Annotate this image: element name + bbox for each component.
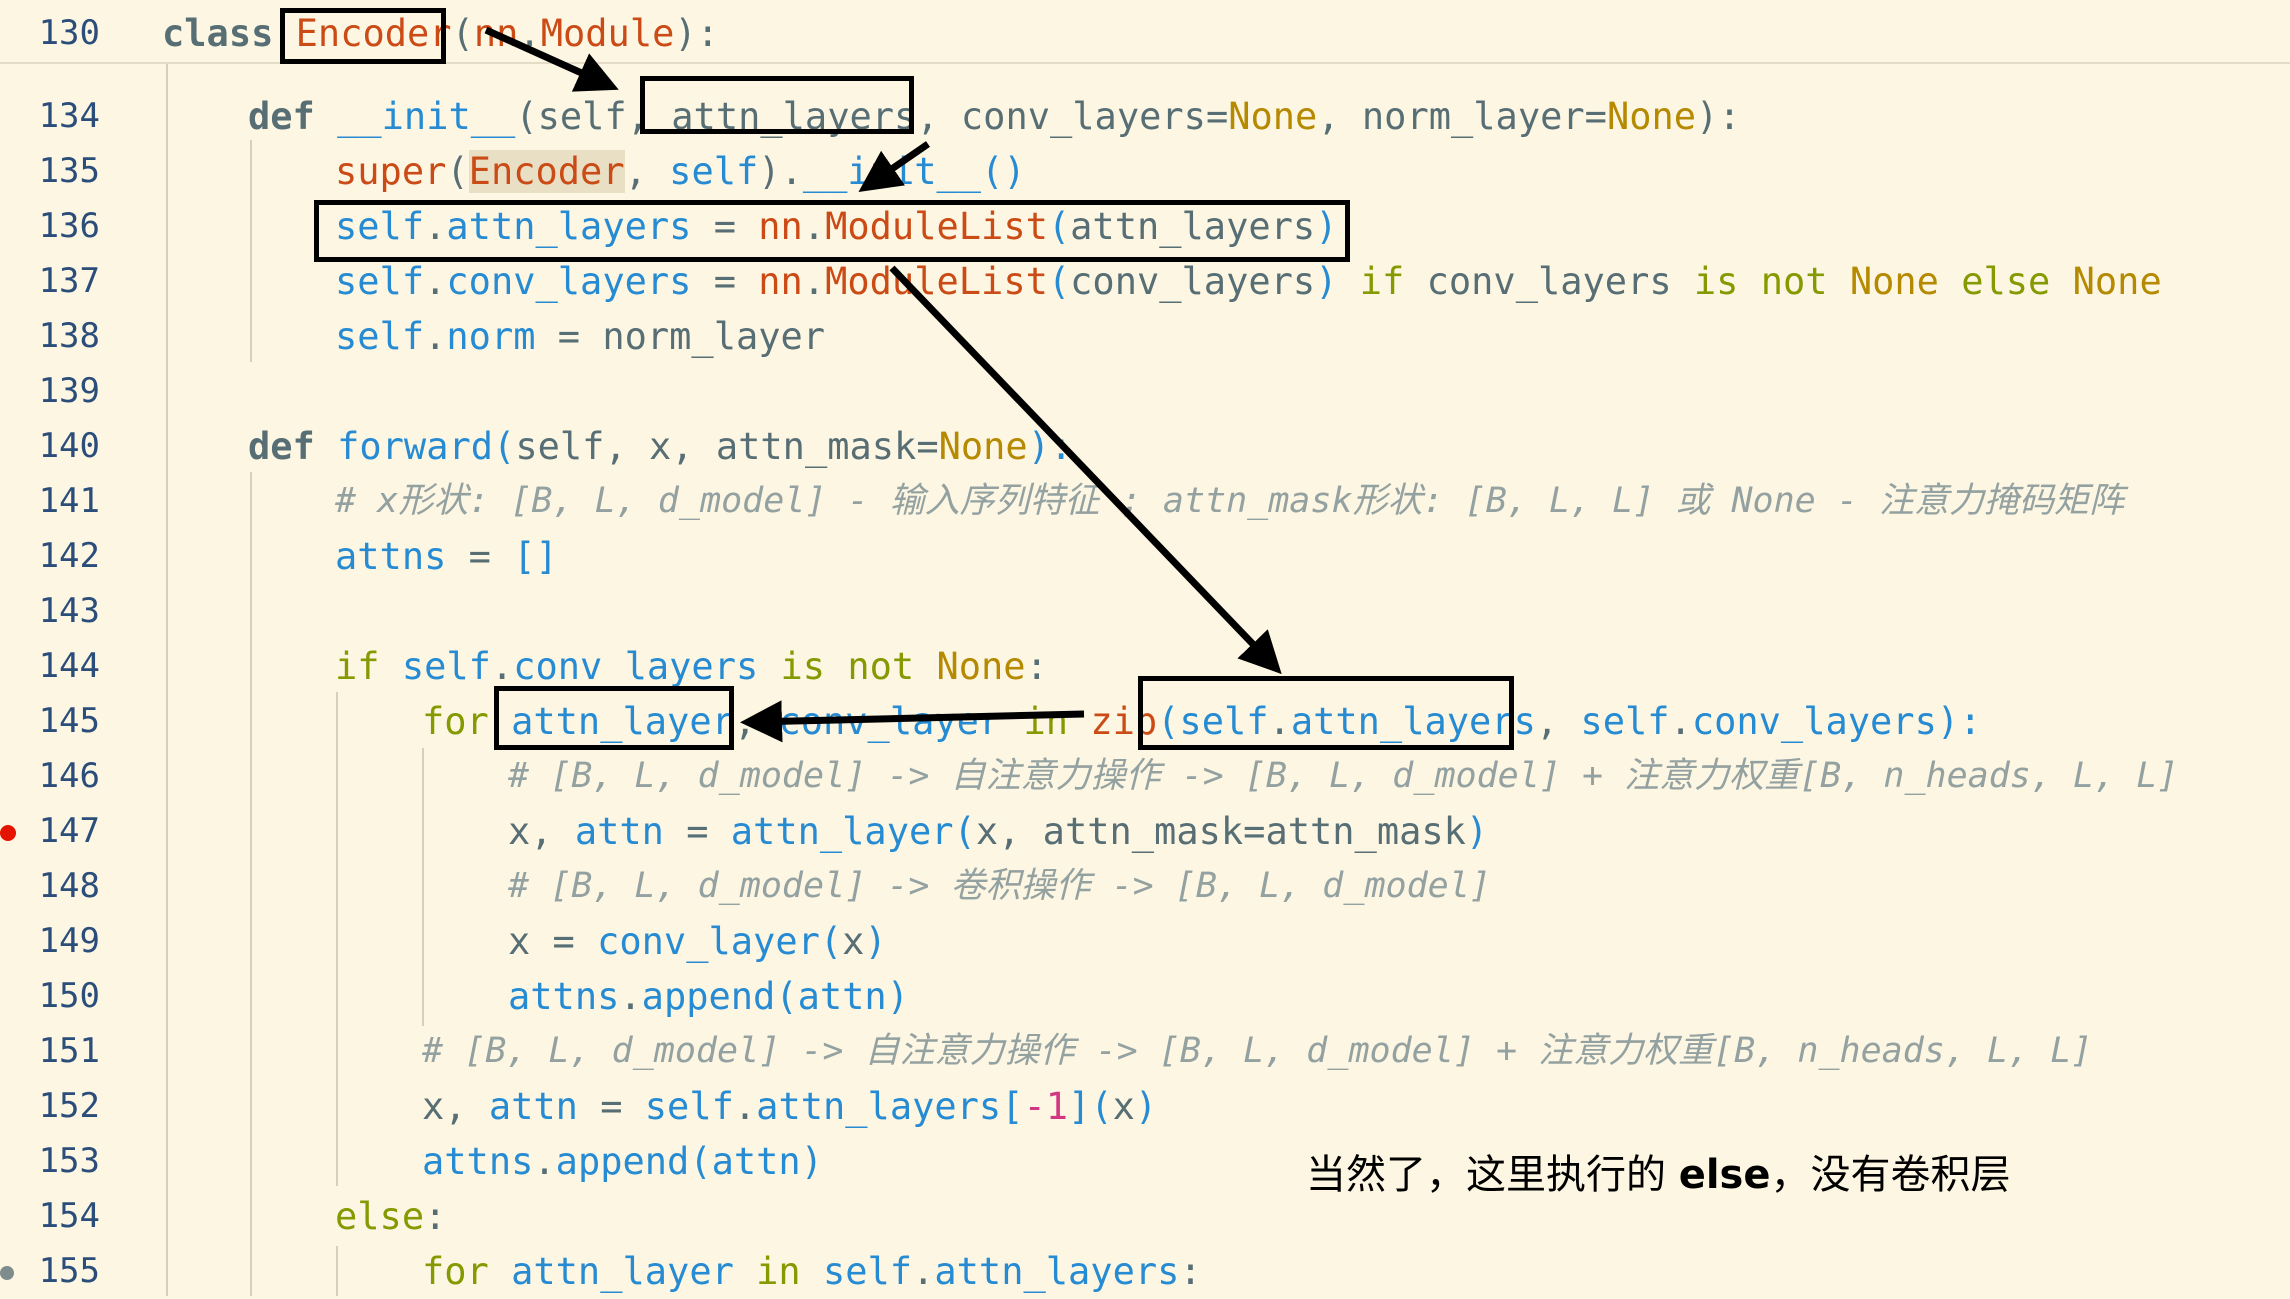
line-number: 142: [38, 536, 100, 576]
fold-marker[interactable]: [0, 1266, 14, 1280]
arrow-zip-to-loop-var: [740, 700, 1085, 743]
code-line-148[interactable]: # [B, L, d_model] -> 卷积操作 -> [B, L, d_mo…: [508, 866, 1491, 906]
code-line-146[interactable]: # [B, L, d_model] -> 自注意力操作 -> [B, L, d_…: [508, 756, 2179, 796]
code-line-151[interactable]: # [B, L, d_model] -> 自注意力操作 -> [B, L, d_…: [422, 1031, 2093, 1071]
indent-guide: [422, 748, 424, 1026]
annotation-box-attn-layer: [494, 686, 734, 750]
code-line-153[interactable]: attns.append(attn): [422, 1140, 823, 1183]
line-number: 136: [38, 206, 100, 246]
code-line-138[interactable]: self.norm = norm_layer: [335, 315, 826, 358]
code-line-142[interactable]: attns = []: [335, 535, 558, 578]
line-number: 138: [38, 316, 100, 356]
line-number: 149: [38, 921, 100, 961]
code-line-130[interactable]: class Encoder(nn.Module):: [162, 12, 719, 55]
code-line-149[interactable]: x = conv_layer(x): [508, 920, 887, 963]
annotation-box-self-attn-layers: [1138, 676, 1514, 750]
code-line-154[interactable]: else:: [335, 1195, 447, 1238]
code-line-136[interactable]: self.attn_layers = nn.ModuleList(attn_la…: [335, 205, 1338, 248]
annotation-box-encoder: [280, 8, 446, 64]
line-number: 147: [38, 811, 100, 851]
code-line-144[interactable]: if self.conv_layers is not None:: [335, 645, 1048, 688]
indent-guide: [250, 472, 252, 1296]
code-line-137[interactable]: self.conv_layers = nn.ModuleList(conv_la…: [335, 260, 2162, 303]
code-line-152[interactable]: x, attn = self.attn_layers[-1](x): [422, 1085, 1158, 1128]
line-number: 154: [38, 1196, 100, 1236]
annotation-box-init-param: [640, 76, 914, 134]
line-number: 152: [38, 1086, 100, 1126]
line-number: 141: [38, 481, 100, 521]
code-line-140[interactable]: def forward(self, x, attn_mask=None):: [248, 425, 1073, 468]
line-number: 151: [38, 1031, 100, 1071]
arrow-encoder-to-param: [484, 26, 619, 92]
indent-guide: [336, 692, 338, 1186]
line-number: 144: [38, 646, 100, 686]
indent-guide: [166, 62, 168, 1296]
indent-guide: [250, 140, 252, 362]
code-line-147[interactable]: x, attn = attn_layer(x, attn_mask=attn_m…: [508, 810, 1489, 853]
line-number: 145: [38, 701, 100, 741]
line-number: 139: [38, 371, 100, 411]
line-number: 148: [38, 866, 100, 906]
code-line-155[interactable]: for attn_layer in self.attn_layers:: [422, 1250, 1202, 1293]
line-number: 137: [38, 261, 100, 301]
line-number: 143: [38, 591, 100, 631]
arrow-param-to-modulelist: [858, 141, 930, 192]
line-number: 146: [38, 756, 100, 796]
code-line-135[interactable]: super(Encoder, self).__init__(): [335, 150, 1026, 193]
line-number: 135: [38, 151, 100, 191]
line-number: 130: [38, 13, 100, 53]
indent-guide: [336, 1246, 338, 1296]
annotation-box-modulelist: [314, 200, 1350, 262]
code-line-134[interactable]: def __init__(self, attn_layers, conv_lay…: [248, 95, 1741, 138]
line-number: 134: [38, 96, 100, 136]
breakpoint-dot[interactable]: [0, 825, 16, 841]
line-number: 155: [38, 1251, 100, 1291]
annotation-note: 当然了，这里执行的 else，没有卷积层: [1306, 1152, 2011, 1198]
line-number: 140: [38, 426, 100, 466]
code-line-141[interactable]: # x形状: [B, L, d_model] - 输入序列特征 ; attn_m…: [335, 481, 2124, 521]
line-number: 150: [38, 976, 100, 1016]
code-line-145[interactable]: for attn_layer, conv_layer in zip(self.a…: [422, 700, 1982, 743]
code-line-150[interactable]: attns.append(attn): [508, 975, 909, 1018]
arrow-modulelist-to-zip: [889, 265, 1282, 675]
line-number: 153: [38, 1141, 100, 1181]
